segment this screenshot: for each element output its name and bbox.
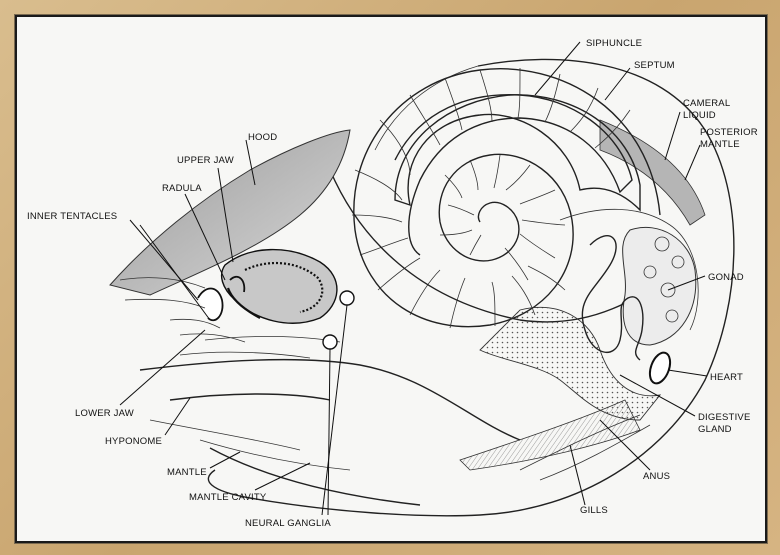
gills <box>460 400 650 480</box>
leader-lines <box>120 42 707 515</box>
shell-chambers <box>352 68 660 328</box>
label-lower-jaw: LOWER JAW <box>75 408 134 419</box>
heart-organ <box>646 350 674 386</box>
label-gonad: GONAD <box>708 272 744 283</box>
neural-ganglion-lower <box>323 335 337 349</box>
label-digestive-gland-1: DIGESTIVE <box>698 412 750 423</box>
label-siphuncle: SIPHUNCLE <box>586 38 642 49</box>
label-mantle-cavity: MANTLE CAVITY <box>189 492 267 503</box>
label-cameral-liquid-1: CAMERAL <box>683 98 730 109</box>
label-septum: SEPTUM <box>634 60 675 71</box>
label-digestive-gland-2: GLAND <box>698 424 732 435</box>
label-gills: GILLS <box>580 505 608 516</box>
label-neural-ganglia: NEURAL GANGLIA <box>245 518 331 529</box>
neural-ganglion-upper <box>340 291 354 305</box>
label-inner-tentacles: INNER TENTACLES <box>27 211 117 222</box>
label-anus: ANUS <box>643 471 670 482</box>
label-hood: HOOD <box>248 132 277 143</box>
label-cameral-liquid-2: LIQUID <box>683 110 716 121</box>
label-radula: RADULA <box>162 183 202 194</box>
label-hyponome: HYPONOME <box>105 436 162 447</box>
label-mantle: MANTLE <box>167 467 207 478</box>
label-upper-jaw: UPPER JAW <box>177 155 234 166</box>
label-heart: HEART <box>710 372 743 383</box>
label-posterior-mantle-1: POSTERIOR <box>700 127 758 138</box>
label-posterior-mantle-2: MANTLE <box>700 139 740 150</box>
